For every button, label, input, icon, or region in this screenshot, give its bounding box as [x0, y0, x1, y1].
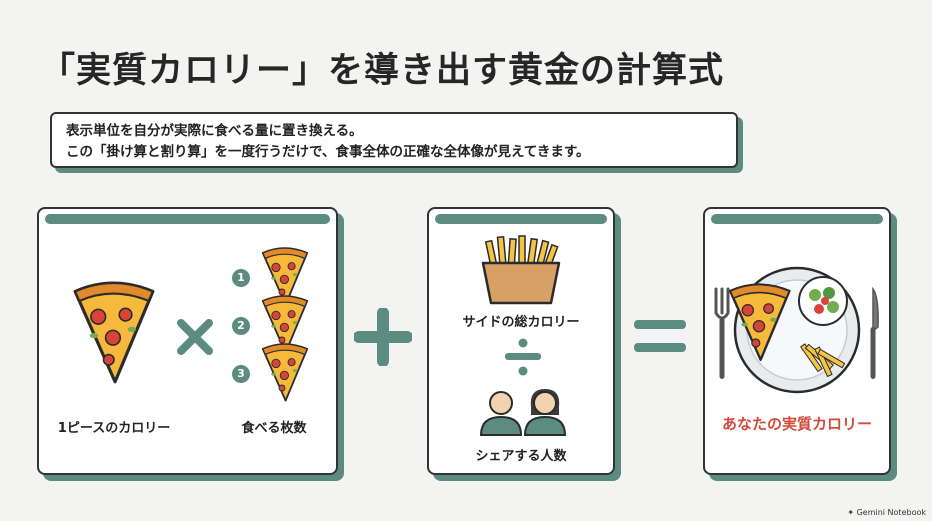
- description-line-2: この「掛け算と割り算」を一度行うだけで、食事全体の正確な全体像が見えてきます。: [66, 144, 590, 160]
- knife-icon: [870, 287, 879, 379]
- sparkle-icon: ✦: [847, 508, 855, 517]
- side-dish-card: サイドの総カロリー シェアする人数: [427, 207, 615, 475]
- fork-icon: [714, 287, 730, 379]
- page-title: 「実質カロリー」を導き出す黄金の計算式: [40, 51, 725, 91]
- calorie-per-piece-card: 1 2 3 1ピースのカロリー 食べる枚数: [37, 207, 338, 475]
- gemini-notebook-logo: ✦ Gemini Notebook: [847, 508, 926, 517]
- step-number-1: 1: [232, 269, 250, 287]
- meal-plate-icon: [729, 266, 861, 394]
- description-line-1: 表示単位を自分が実際に食べる量に置き換える。: [66, 123, 363, 139]
- actual-calorie-card: あなたの実質カロリー: [703, 207, 891, 475]
- share-count-label: シェアする人数: [475, 449, 567, 464]
- people-icon: [480, 389, 566, 436]
- card-header-bar: [711, 214, 883, 224]
- step-number-2: 2: [232, 317, 250, 335]
- logo-text: Gemini Notebook: [856, 508, 926, 517]
- card-header-bar: [45, 214, 330, 224]
- equals-icon: [634, 320, 686, 352]
- multiply-icon: [177, 319, 213, 355]
- pieces-eaten-label: 食べる枚数: [241, 421, 307, 436]
- divide-icon: [505, 338, 541, 376]
- pizza-slice-icon: [261, 343, 309, 402]
- plus-icon: [354, 308, 412, 366]
- piece-calorie-label: 1ピースのカロリー: [57, 421, 171, 436]
- fries-icon: [481, 235, 561, 305]
- actual-calorie-label: あなたの実質カロリー: [721, 415, 872, 433]
- side-total-calorie-label: サイドの総カロリー: [462, 315, 580, 330]
- pizza-slice-icon: [73, 281, 155, 384]
- step-number-3: 3: [232, 365, 250, 383]
- card-header-bar: [435, 214, 607, 224]
- description-box: 表示単位を自分が実際に食べる量に置き換える。 この「掛け算と割り算」を一度行うだ…: [50, 112, 738, 168]
